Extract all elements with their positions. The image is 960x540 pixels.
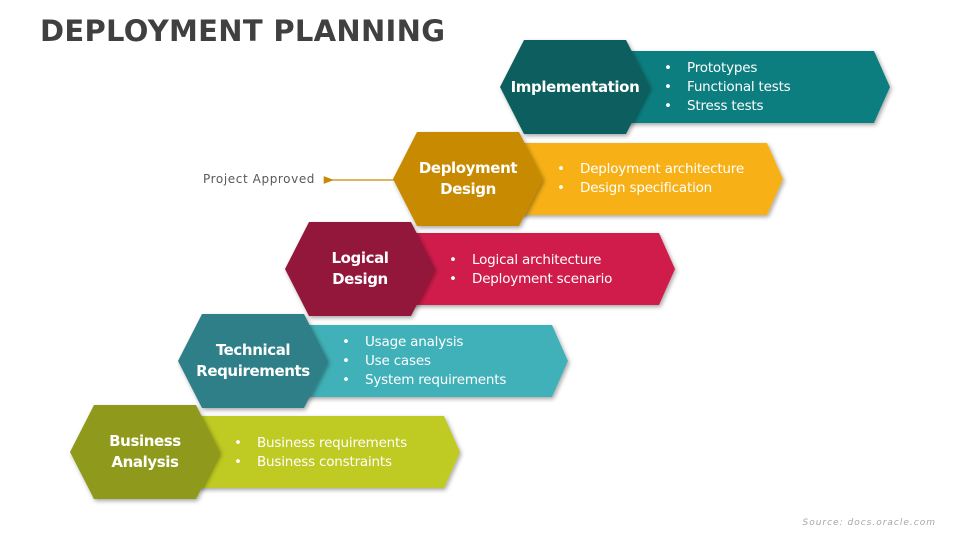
step-bullet: Deployment architecture xyxy=(557,160,744,179)
step-bullet-list: Deployment architectureDesign specificat… xyxy=(557,160,744,198)
step-bullet: Functional tests xyxy=(664,78,791,97)
step-title: Business Analysis xyxy=(109,432,181,471)
source-caption: Source: docs.oracle.com xyxy=(802,518,936,528)
step-bullet: Business constraints xyxy=(234,453,407,472)
step-bullet-list: Logical architectureDeployment scenario xyxy=(449,251,612,289)
page-title: DEPLOYMENT PLANNING xyxy=(40,14,446,48)
step-title: Logical Design xyxy=(331,249,389,288)
step-hexagon xyxy=(393,132,543,226)
step-bullet: Deployment scenario xyxy=(449,270,612,289)
step-bullet: Logical architecture xyxy=(449,251,612,270)
project-approved-label: Project Approved xyxy=(203,172,316,186)
step-hexagon xyxy=(500,40,650,134)
step-hexagon xyxy=(178,314,328,408)
step-title: Implementation xyxy=(510,77,640,96)
step-bullet: Use cases xyxy=(342,352,506,371)
step-bullet: System requirements xyxy=(342,371,506,390)
step-title: Deployment Design xyxy=(418,159,518,198)
step-title: Technical Requirements xyxy=(196,341,310,380)
step-bullet: Prototypes xyxy=(664,59,791,78)
step-hexagon xyxy=(70,405,220,499)
step-bullet: Stress tests xyxy=(664,97,791,116)
step-bullet: Usage analysis xyxy=(342,333,506,352)
step-bullet: Business requirements xyxy=(234,434,407,453)
step-bullet-list: Business requirementsBusiness constraint… xyxy=(234,434,407,472)
step-bullet-list: PrototypesFunctional testsStress tests xyxy=(664,59,791,116)
step-hexagon xyxy=(285,222,435,316)
step-bullet-list: Usage analysisUse casesSystem requiremen… xyxy=(342,333,506,390)
step-bullet: Design specification xyxy=(557,179,744,198)
